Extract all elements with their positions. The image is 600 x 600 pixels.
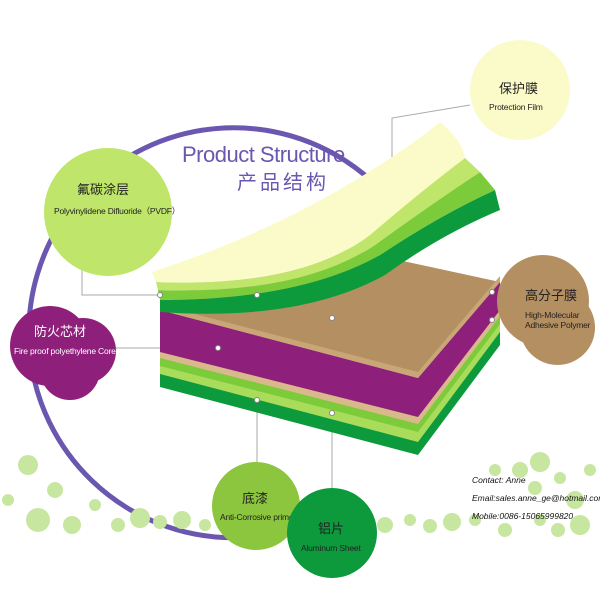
decorative-dot xyxy=(404,514,416,526)
protection-film-circle xyxy=(470,40,570,140)
decorative-dot xyxy=(377,517,393,533)
decorative-dot xyxy=(199,519,211,531)
pvdf-layer xyxy=(156,158,480,291)
decorative-dot xyxy=(111,518,125,532)
decorative-dot xyxy=(47,482,63,498)
pvdf-label-en: Polyvinylidene Difluoride（PVDF） xyxy=(54,206,181,216)
decorative-dot xyxy=(443,513,461,531)
leader-protection xyxy=(391,104,471,165)
laminate-stack xyxy=(152,122,500,455)
title-english: Product Structure xyxy=(182,142,345,167)
decorative-dot xyxy=(489,464,501,476)
adhesive-label-en-1: High-Molecular xyxy=(525,310,580,320)
layer-markers xyxy=(157,289,495,416)
aluminum-label-zh: 铝片 xyxy=(318,521,345,536)
decorative-dot xyxy=(570,515,590,535)
aluminum-label-en: Aluminum Sheet xyxy=(301,543,361,553)
bottom-primer-layer xyxy=(160,314,500,432)
pvdf-label-zh: 氟碳涂层 xyxy=(77,182,130,197)
protection-film-label-en: Protection Film xyxy=(489,102,543,112)
upper-primer-layer xyxy=(158,172,495,300)
decorative-dot xyxy=(63,516,81,534)
pvdf-circle xyxy=(44,148,172,276)
decorative-dot xyxy=(566,491,584,509)
decorative-dot xyxy=(512,462,528,478)
upper-aluminum-layer xyxy=(160,190,500,314)
core-layer xyxy=(160,282,500,417)
decorative-dot xyxy=(551,523,565,537)
core-label-zh: 防火芯材 xyxy=(34,324,87,339)
protection-film-label-zh: 保护膜 xyxy=(499,81,539,96)
decorative-dot xyxy=(584,464,596,476)
adhesive-circle-2 xyxy=(520,290,595,365)
decorative-dot xyxy=(498,523,512,537)
contact-mobile: Mobile:0086-15065999820 xyxy=(472,511,574,521)
protection-film-layer xyxy=(152,122,465,283)
decorative-dot xyxy=(173,511,191,529)
decorative-dot xyxy=(153,515,167,529)
decorative-dot xyxy=(2,494,14,506)
decorative-dot xyxy=(530,452,550,472)
decorative-dot xyxy=(423,519,437,533)
decorative-dot xyxy=(89,499,101,511)
decorative-dot xyxy=(528,481,542,495)
decorative-dot xyxy=(18,455,38,475)
decorative-dot xyxy=(130,508,150,528)
primer-label-en: Anti-Corrosive primer xyxy=(220,512,297,522)
title-chinese: 产品结构 xyxy=(237,172,329,194)
primer-label-zh: 底漆 xyxy=(242,491,269,506)
core-label-en: Fire proof polyethylene Core xyxy=(14,346,116,356)
bottom-adhesive-line xyxy=(160,308,500,424)
decorative-dot xyxy=(26,508,50,532)
adhesive-label-en-2: Adhesive Polymer xyxy=(525,320,591,330)
contact-name: Contact: Anne xyxy=(472,475,526,485)
decorative-dot xyxy=(469,514,481,526)
bottom-aluminum-layer xyxy=(160,330,500,455)
adhesive-edge xyxy=(160,276,500,378)
aluminum-circle xyxy=(287,488,377,578)
contact-email: Email:sales.anne_ge@hotmail.com xyxy=(472,493,600,503)
adhesive-label-zh: 高分子膜 xyxy=(525,288,578,303)
core-circle-3 xyxy=(40,340,100,400)
primer-circle xyxy=(212,462,300,550)
decorative-dot xyxy=(534,514,546,526)
decorative-dot xyxy=(554,472,566,484)
